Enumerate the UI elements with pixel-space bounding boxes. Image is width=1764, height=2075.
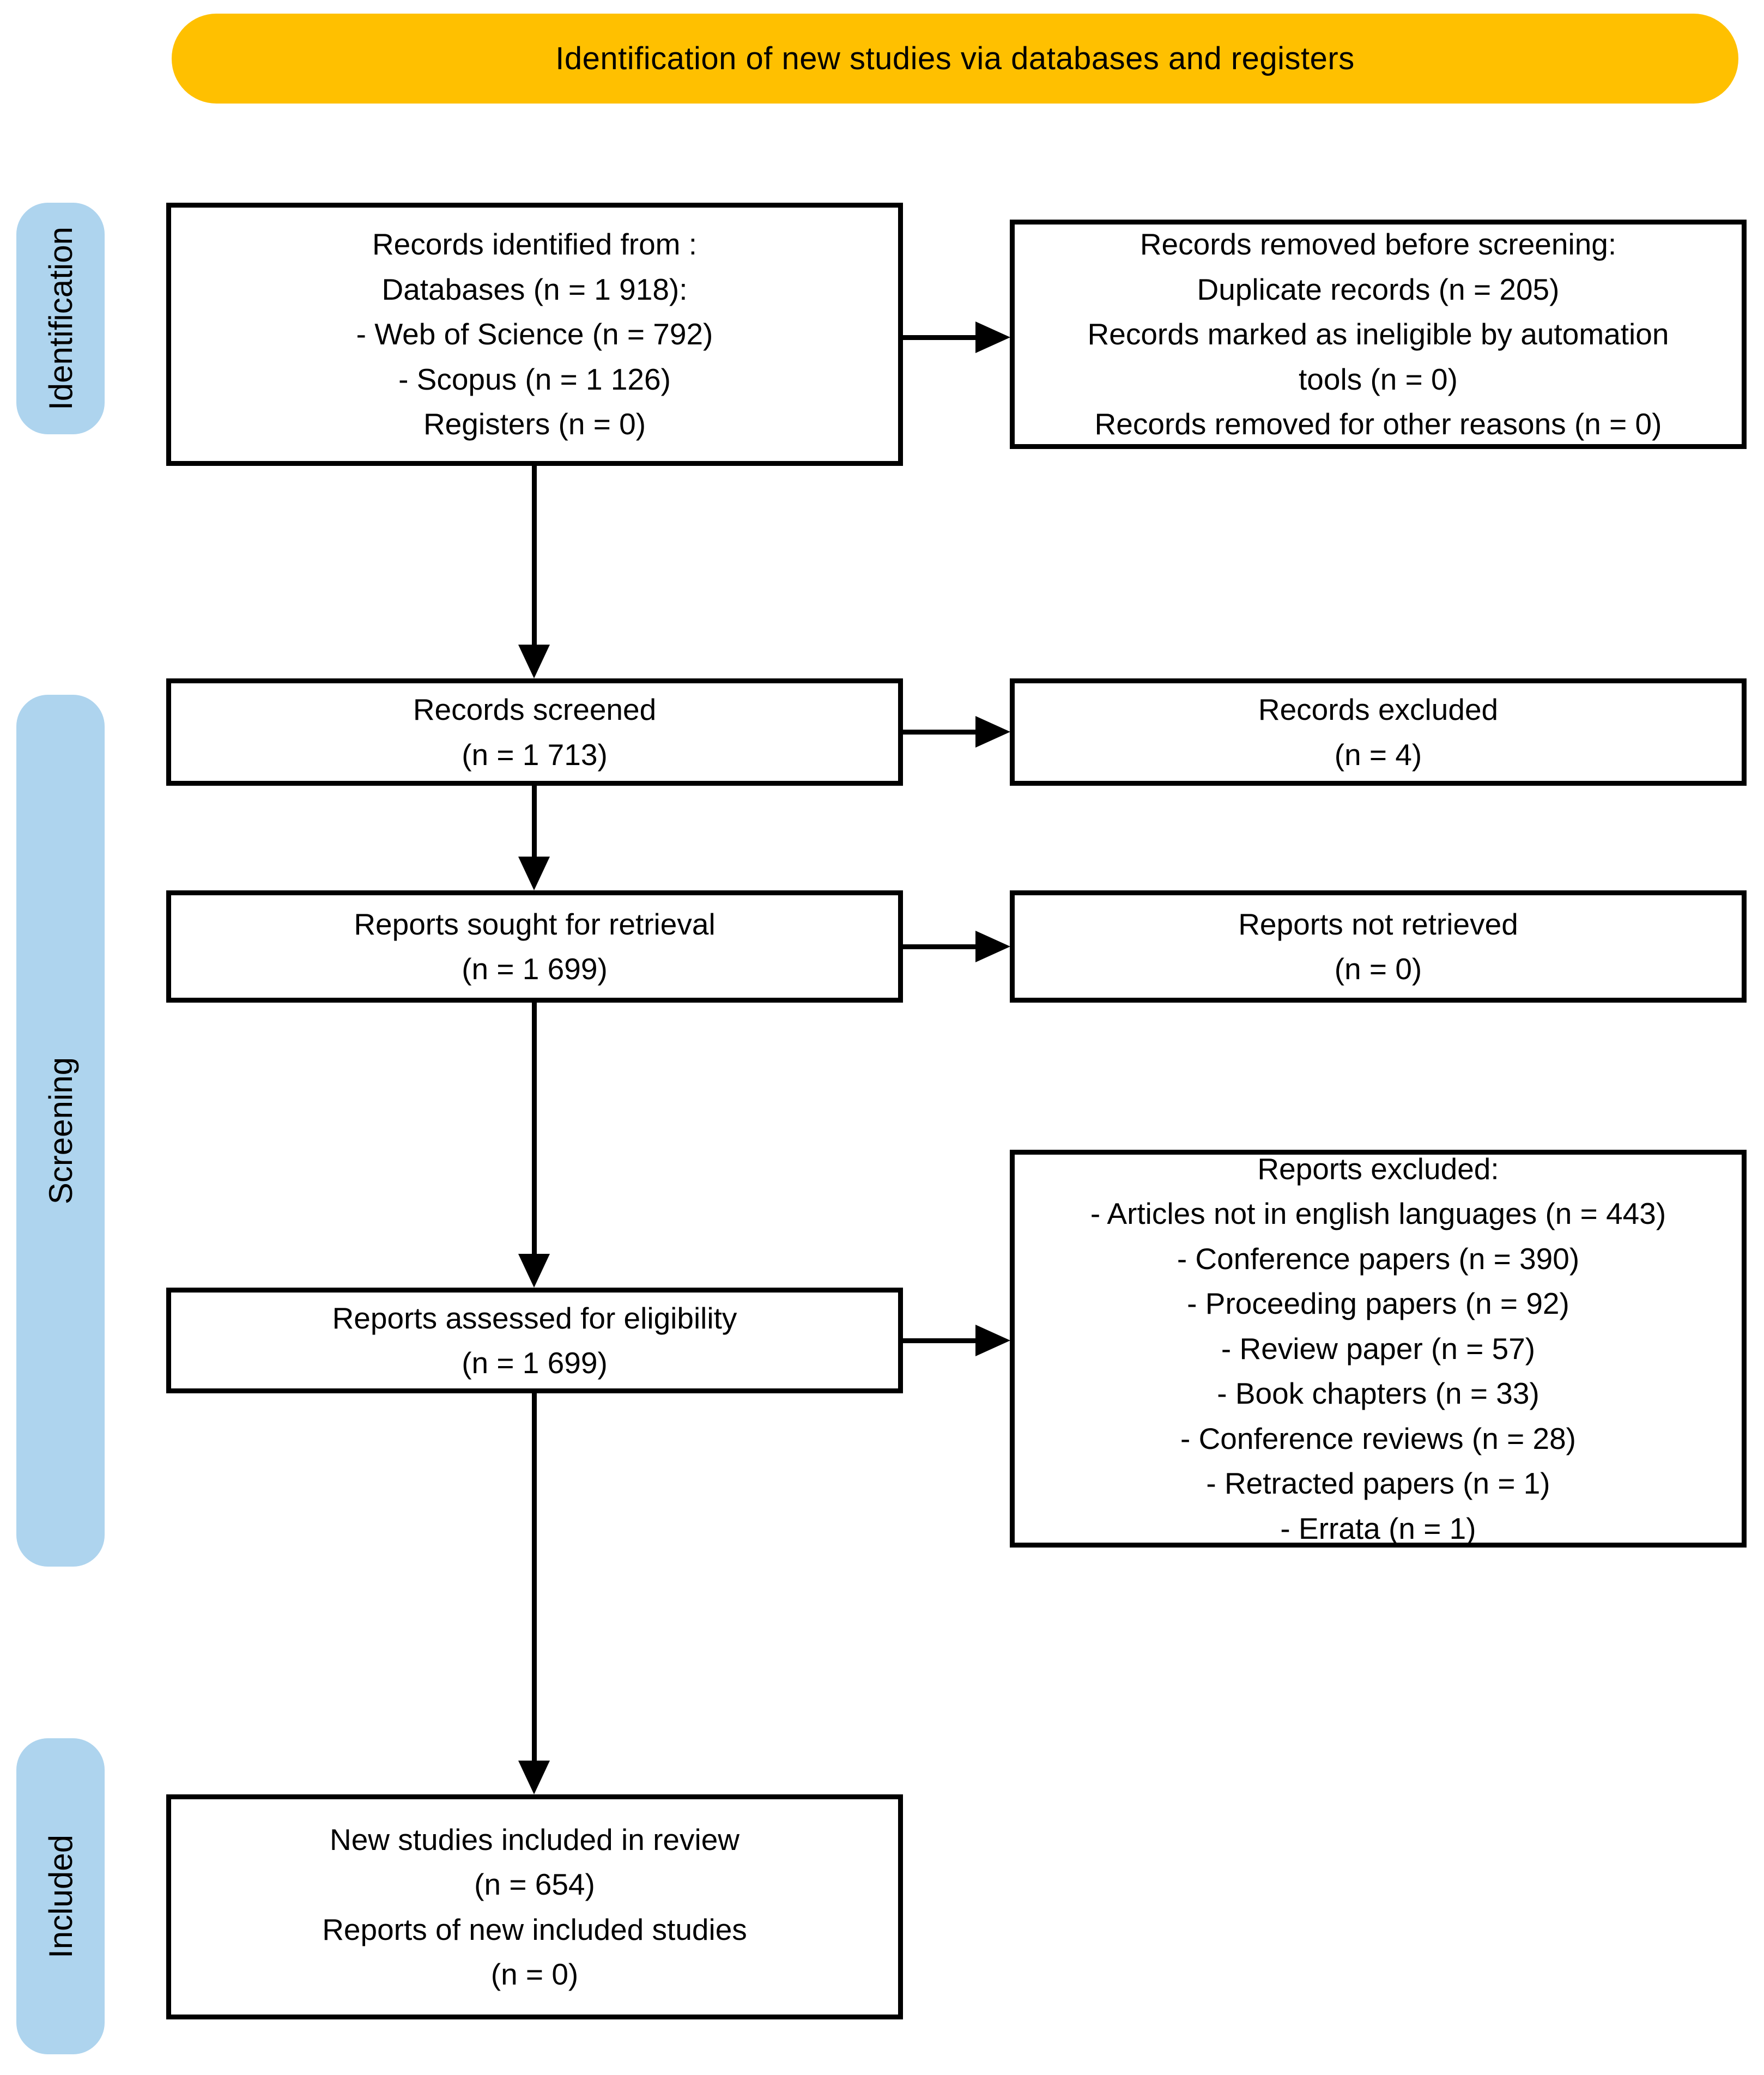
box-records-removed-before-screening: Records removed before screening: Duplica… bbox=[1010, 220, 1747, 449]
box-text-line: Records excluded bbox=[1258, 693, 1499, 726]
box-text-line: Databases (n = 1 918): bbox=[381, 272, 688, 306]
box-text-line: (n = 0) bbox=[1334, 952, 1422, 986]
box-text-line: Reports of new included studies bbox=[322, 1912, 747, 1946]
box-text-line: Reports not retrieved bbox=[1238, 907, 1518, 941]
stage-identification: Identification bbox=[16, 203, 105, 434]
box-records-excluded: Records excluded (n = 4) bbox=[1010, 678, 1747, 786]
box-text-line: (n = 654) bbox=[474, 1867, 595, 1901]
box-text-line: Records identified from : bbox=[372, 227, 698, 262]
box-text-line: (n = 0) bbox=[490, 1957, 579, 1991]
box-text-line: - Web of Science (n = 792) bbox=[356, 317, 713, 351]
arrow-assessed-to-included-head-icon bbox=[518, 1761, 550, 1794]
box-text-line: Records removed for other reasons (n = 0… bbox=[1094, 407, 1662, 441]
box-text-line: - Retracted papers (n = 1) bbox=[1206, 1466, 1550, 1501]
box-records-identified: Records identified from : Databases (n = … bbox=[166, 203, 903, 466]
box-text-line: - Conference papers (n = 390) bbox=[1177, 1241, 1580, 1276]
box-text-line: - Book chapters (n = 33) bbox=[1217, 1376, 1539, 1411]
box-text-line: (n = 1 699) bbox=[462, 1346, 608, 1380]
box-reports-assessed-for-eligibility: Reports assessed for eligibility (n = 1 6… bbox=[166, 1288, 903, 1393]
box-text-line: (n = 1 713) bbox=[462, 737, 608, 772]
arrow-screened-to-sought-line bbox=[532, 786, 537, 858]
arrow-screened-to-sought-head-icon bbox=[518, 857, 550, 890]
arrow-assessed-to-included-line bbox=[532, 1393, 537, 1762]
box-text-line: Registers (n = 0) bbox=[423, 407, 646, 441]
arrow-sought-to-assessed-head-icon bbox=[518, 1254, 550, 1288]
box-text-line: New studies included in review bbox=[329, 1822, 740, 1856]
box-records-screened: Records screened (n = 1 713) bbox=[166, 678, 903, 786]
arrow-assessed-to-reportsexcluded-line bbox=[903, 1338, 977, 1343]
arrow-screened-to-excluded-head-icon bbox=[975, 716, 1010, 748]
arrow-screened-to-excluded-line bbox=[903, 730, 977, 735]
stage-identification-label: Identification bbox=[42, 227, 79, 410]
box-text-line: Records removed before screening: bbox=[1139, 227, 1617, 262]
arrow-sought-to-assessed-line bbox=[532, 1003, 537, 1255]
arrow-identified-to-screened-head-icon bbox=[518, 645, 550, 678]
box-text-line: (n = 1 699) bbox=[462, 952, 608, 986]
box-text-line: Records marked as ineligible by automati… bbox=[1087, 317, 1669, 351]
box-text-line: - Errata (n = 1) bbox=[1280, 1511, 1476, 1545]
box-text-line: Records screened bbox=[413, 693, 657, 726]
box-text-line: Duplicate records (n = 205) bbox=[1197, 272, 1560, 306]
arrow-sought-to-notretrieved-line bbox=[903, 944, 977, 949]
box-text-line: Reports assessed for eligibility bbox=[332, 1301, 737, 1335]
arrow-identified-to-screened-line bbox=[532, 466, 537, 646]
box-text-line: - Proceeding papers (n = 92) bbox=[1187, 1287, 1569, 1321]
box-text-line: - Conference reviews (n = 28) bbox=[1180, 1421, 1576, 1455]
box-text-line: Reports excluded: bbox=[1257, 1151, 1499, 1186]
box-new-studies-included: New studies included in review (n = 654) R… bbox=[166, 1794, 903, 2019]
arrow-identified-to-removed-head-icon bbox=[975, 321, 1010, 353]
box-text-line: - Scopus (n = 1 126) bbox=[398, 362, 671, 396]
stage-included: Included bbox=[16, 1738, 105, 2054]
arrow-sought-to-notretrieved-head-icon bbox=[975, 931, 1010, 962]
stage-included-label: Included bbox=[42, 1834, 79, 1958]
box-text-line: - Review paper (n = 57) bbox=[1221, 1331, 1536, 1366]
arrow-identified-to-removed-line bbox=[903, 335, 977, 340]
diagram-title-banner: Identification of new studies via databa… bbox=[172, 14, 1738, 104]
stage-screening-label: Screening bbox=[42, 1057, 79, 1205]
box-reports-sought-for-retrieval: Reports sought for retrieval (n = 1 699) bbox=[166, 890, 903, 1003]
box-text-line: Reports sought for retrieval bbox=[354, 907, 716, 941]
box-reports-excluded-reasons: Reports excluded: - Articles not in engli… bbox=[1010, 1150, 1747, 1548]
box-text-line: (n = 4) bbox=[1334, 737, 1422, 772]
box-text-line: - Articles not in english languages (n =… bbox=[1090, 1197, 1666, 1231]
arrow-assessed-to-reportsexcluded-head-icon bbox=[975, 1325, 1010, 1356]
box-reports-not-retrieved: Reports not retrieved (n = 0) bbox=[1010, 890, 1747, 1003]
stage-screening: Screening bbox=[16, 695, 105, 1567]
box-text-line: tools (n = 0) bbox=[1299, 362, 1458, 396]
